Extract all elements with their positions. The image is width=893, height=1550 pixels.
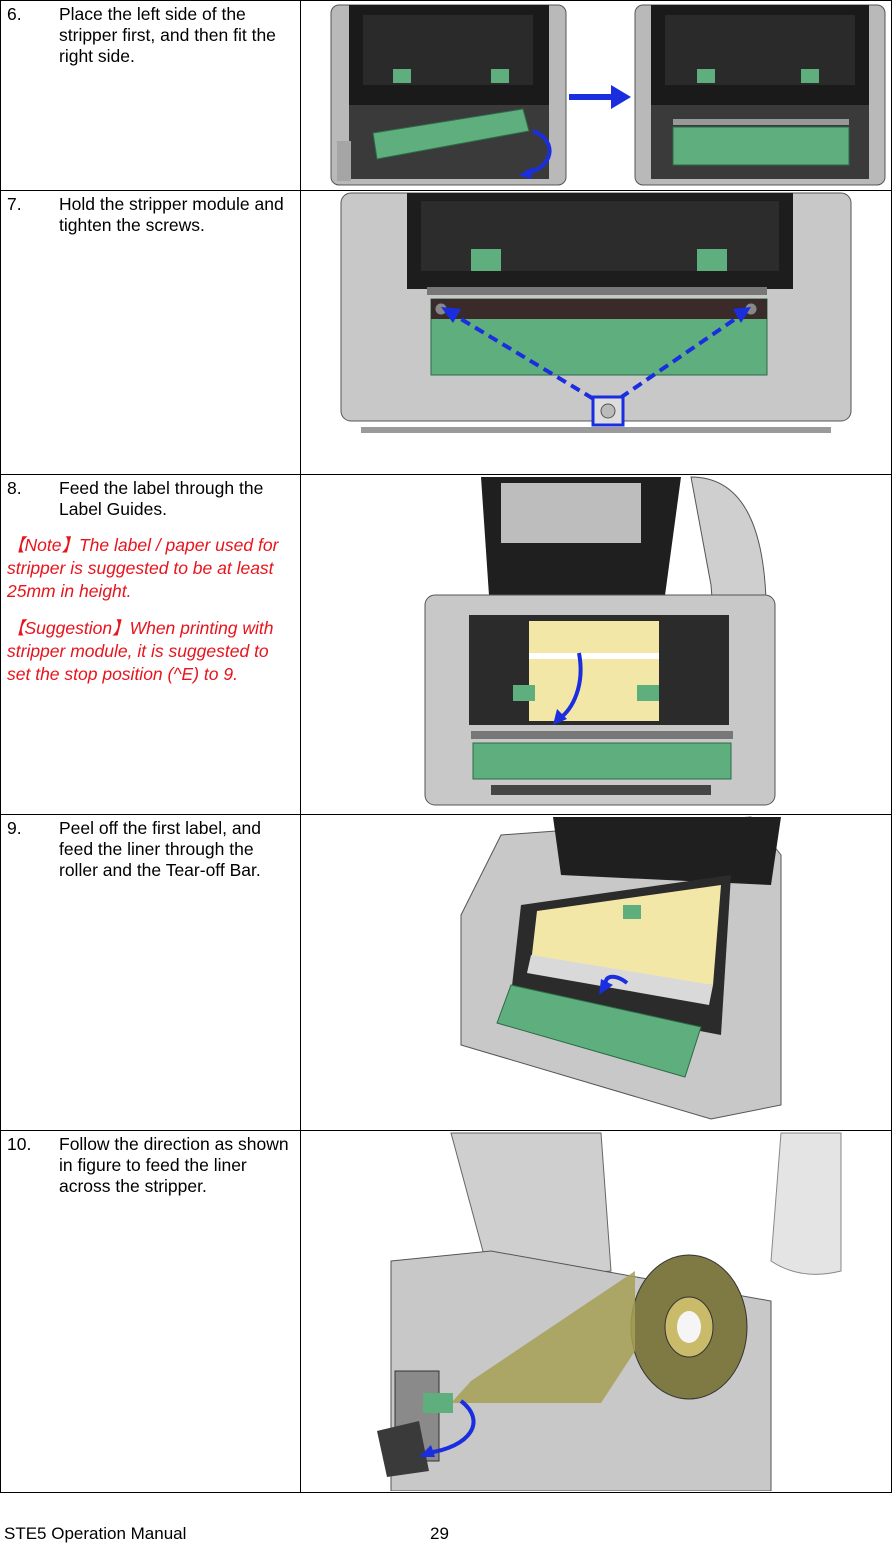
feed-arrow-icon bbox=[426, 1399, 476, 1455]
feed-liner-figure bbox=[377, 1132, 842, 1491]
step-text-cell: 8. Feed the label through the Label Guid… bbox=[0, 474, 301, 815]
printer-angled-illustration bbox=[460, 816, 782, 1120]
step-instruction: Feed the label through the Label Guides. bbox=[59, 478, 264, 519]
printer-side-illustration bbox=[377, 1132, 842, 1491]
screw-icon bbox=[591, 395, 625, 427]
feed-label-figure bbox=[424, 476, 776, 806]
dashed-arrow-left-icon bbox=[449, 311, 609, 409]
step-number: 8. bbox=[7, 478, 22, 498]
footer-page-number: 29 bbox=[430, 1524, 449, 1543]
printer-fitted-right-illustration bbox=[634, 4, 886, 186]
step-number: 6. bbox=[7, 4, 22, 24]
step-instruction: Follow the direction as shown in figure … bbox=[59, 1134, 289, 1196]
printer-open-left-illustration bbox=[330, 4, 567, 186]
printer-open-illustration bbox=[424, 476, 776, 806]
step-instruction: Place the left side of the stripper firs… bbox=[59, 4, 276, 66]
step-number: 7. bbox=[7, 194, 22, 214]
step-text-cell: 10. Follow the direction as shown in fig… bbox=[0, 1130, 301, 1493]
dashed-arrow-right-icon bbox=[605, 313, 743, 409]
arrow-head-icon bbox=[519, 167, 533, 179]
arrow-head-icon bbox=[419, 1445, 435, 1457]
peel-label-figure bbox=[460, 816, 782, 1120]
step-number: 9. bbox=[7, 818, 22, 838]
step-number: 10. bbox=[7, 1134, 32, 1154]
step-instruction: Hold the stripper module and tighten the… bbox=[59, 194, 284, 235]
step-instruction: Peel off the first label, and feed the l… bbox=[59, 818, 262, 880]
suggestion-text: 【Suggestion】When printing with stripper … bbox=[7, 618, 274, 684]
arrow-head-icon bbox=[553, 709, 567, 725]
footer-manual-title: STE5 Operation Manual bbox=[4, 1524, 187, 1543]
tighten-screws-figure bbox=[340, 192, 852, 433]
arrow-head-icon bbox=[611, 85, 631, 109]
step-row-8: 8. Feed the label through the Label Guid… bbox=[0, 474, 892, 815]
step-row-6: 6. Place the left side of the stripper f… bbox=[0, 0, 892, 191]
step-row-7: 7. Hold the stripper module and tighten … bbox=[0, 190, 892, 475]
arrow-head-icon bbox=[733, 307, 751, 323]
rotate-arrow-icon bbox=[524, 129, 552, 175]
step-figure-cell bbox=[300, 814, 892, 1131]
step-figure-cell bbox=[300, 190, 892, 475]
stripper-fit-figure bbox=[330, 4, 886, 186]
step-row-9: 9. Peel off the first label, and feed th… bbox=[0, 814, 892, 1131]
step-figure-cell bbox=[300, 1130, 892, 1493]
arrow-head-icon bbox=[441, 307, 461, 323]
step-text-cell: 6. Place the left side of the stripper f… bbox=[0, 0, 301, 191]
steps-table: 6. Place the left side of the stripper f… bbox=[0, 0, 892, 1493]
step-figure-cell bbox=[300, 0, 892, 191]
step-text-cell: 7. Hold the stripper module and tighten … bbox=[0, 190, 301, 475]
step-figure-cell bbox=[300, 474, 892, 815]
step-row-10: 10. Follow the direction as shown in fig… bbox=[0, 1130, 892, 1493]
printer-front-illustration bbox=[340, 192, 852, 433]
arrow-head-icon bbox=[599, 979, 613, 995]
note-text: 【Note】The label / paper used for strippe… bbox=[7, 535, 279, 601]
step-text-cell: 9. Peel off the first label, and feed th… bbox=[0, 814, 301, 1131]
